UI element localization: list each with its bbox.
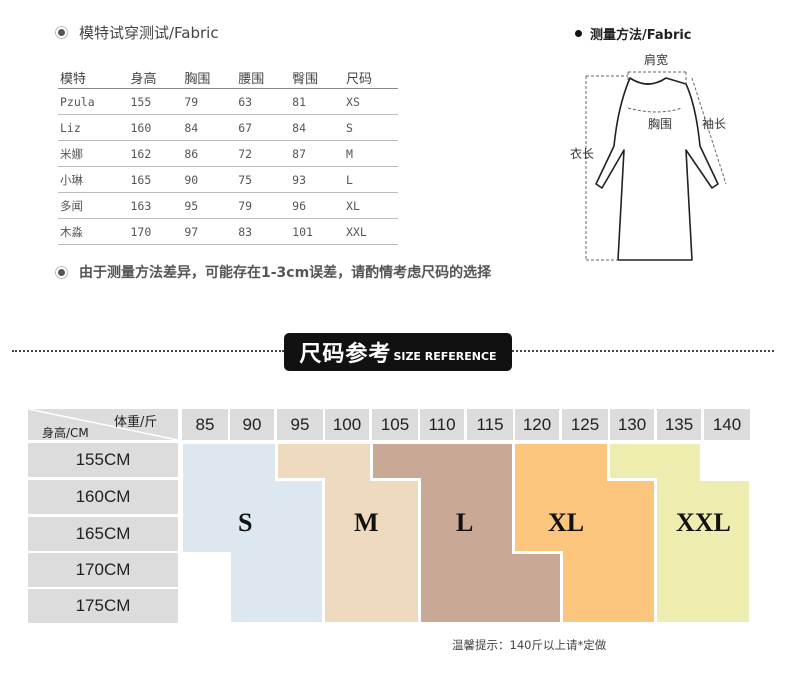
header-height: 身高 (128, 66, 183, 89)
corner-weight-label: 体重/斤 (114, 415, 158, 430)
banner-title-en: SIZE REFERENCE (393, 349, 497, 363)
header-size: 尺码 (344, 66, 398, 89)
model-table-header: 模特 身高 胸围 腰围 臀围 尺码 (58, 66, 398, 89)
cell: 160 (128, 114, 183, 141)
cell: XXL (344, 218, 398, 245)
cell: 86 (182, 140, 237, 167)
sleeve-measure-line (691, 77, 727, 185)
corner-height-label: 身高/CM (42, 426, 89, 440)
cell: 72 (236, 140, 291, 167)
height-header-cell: 155CM (28, 443, 178, 477)
size-zone-xxl (608, 442, 751, 624)
cell: 67 (236, 114, 291, 141)
measurement-note-text: 由于测量方法差异，可能存在1-3cm误差，请酌情考虑尺码的选择 (79, 265, 492, 281)
weight-header-cell: 125 (562, 409, 608, 440)
table-row: 多闻 163 95 79 96 XL (58, 192, 398, 219)
cell: 多闻 (58, 192, 129, 219)
size-label-xl: XL (548, 508, 585, 537)
measure-section-title-text: 测量方法/Fabric (590, 28, 692, 43)
banner-title-zh: 尺码参考 (299, 342, 392, 367)
cell: Pzula (58, 88, 129, 115)
cell: 162 (128, 140, 183, 167)
size-label-xxl: XXL (676, 508, 731, 537)
cell: 96 (290, 192, 345, 219)
cell: 木淼 (58, 218, 129, 245)
length-label: 衣长 (570, 146, 594, 161)
weight-header-cell: 130 (610, 409, 654, 440)
cell: 84 (290, 114, 345, 141)
cell: 75 (236, 166, 291, 193)
size-label-s: S (238, 508, 253, 537)
shoulder-label: 肩宽 (644, 52, 668, 67)
cell: M (344, 140, 398, 167)
divider-left (12, 350, 284, 352)
size-reference-banner: 尺码参考 SIZE REFERENCE (284, 333, 512, 371)
cell: 163 (128, 192, 183, 219)
table-row: 小琳 165 90 75 93 L (58, 166, 398, 193)
cell: Liz (58, 114, 129, 141)
chest-measure-line (627, 107, 683, 113)
weight-header-cell: 140 (704, 409, 750, 440)
cell: 米娜 (58, 140, 129, 167)
grid-corner: 体重/斤 身高/CM (28, 409, 178, 440)
weight-header-cell: 85 (182, 409, 228, 440)
size-label-l: L (456, 508, 474, 537)
cell: 170 (128, 218, 183, 245)
header-hip: 臀围 (290, 66, 345, 89)
cell: XS (344, 88, 398, 115)
height-header-cell: 165CM (28, 517, 178, 551)
cell: 79 (236, 192, 291, 219)
header-model: 模特 (58, 66, 129, 89)
chest-label: 胸围 (648, 116, 672, 131)
header-chest: 胸围 (182, 66, 237, 89)
model-table: 模特 身高 胸围 腰围 臀围 尺码 Pzula 155 79 63 81 XS … (58, 66, 398, 245)
weight-header-cell: 95 (277, 409, 323, 440)
cell: 79 (182, 88, 237, 115)
custom-order-hint: 温馨提示：140斤以上请*定做 (452, 638, 607, 652)
table-row: 木淼 170 97 83 101 XXL (58, 218, 398, 245)
bullet-icon (58, 268, 65, 276)
measure-section-title: 测量方法/Fabric (575, 24, 692, 43)
model-section-title-text: 模特试穿测试/Fabric (79, 24, 219, 42)
cell: 95 (182, 192, 237, 219)
cell: 97 (182, 218, 237, 245)
cell: 小琳 (58, 166, 129, 193)
cell: XL (344, 192, 398, 219)
cell: 63 (236, 88, 291, 115)
cell: 93 (290, 166, 345, 193)
height-header-cell: 175CM (28, 589, 178, 623)
size-label-m: M (354, 508, 379, 537)
weight-header-cell: 100 (325, 409, 369, 440)
weight-header-cell: 105 (372, 409, 418, 440)
cell: 84 (182, 114, 237, 141)
height-header-cell: 160CM (28, 480, 178, 514)
height-header-cell: 170CM (28, 553, 178, 587)
dress-diagram: 肩宽 胸围 袖长 衣长 (570, 52, 727, 261)
weight-header-cell: 135 (657, 409, 701, 440)
cell: 87 (290, 140, 345, 167)
cell: 90 (182, 166, 237, 193)
cell: S (344, 114, 398, 141)
header-waist: 腰围 (236, 66, 291, 89)
cell: 81 (290, 88, 345, 115)
bullet-icon (58, 29, 65, 36)
measurement-note: 由于测量方法差异，可能存在1-3cm误差，请酌情考虑尺码的选择 (58, 262, 491, 282)
cell: 101 (290, 218, 345, 245)
table-row: 米娜 162 86 72 87 M (58, 140, 398, 167)
weight-header-cell: 110 (420, 409, 464, 440)
cell: 83 (236, 218, 291, 245)
table-row: Pzula 155 79 63 81 XS (58, 88, 398, 115)
weight-header-cell: 115 (467, 409, 513, 440)
sleeve-label: 袖长 (702, 116, 726, 131)
table-row: Liz 160 84 67 84 S (58, 114, 398, 141)
cell: 155 (128, 88, 183, 115)
model-section-title: 模特试穿测试/Fabric (58, 22, 219, 43)
divider-right (512, 350, 774, 352)
cell: L (344, 166, 398, 193)
weight-header-cell: 90 (230, 409, 274, 440)
cell: 165 (128, 166, 183, 193)
weight-header-cell: 120 (515, 409, 559, 440)
bullet-icon (575, 30, 582, 37)
